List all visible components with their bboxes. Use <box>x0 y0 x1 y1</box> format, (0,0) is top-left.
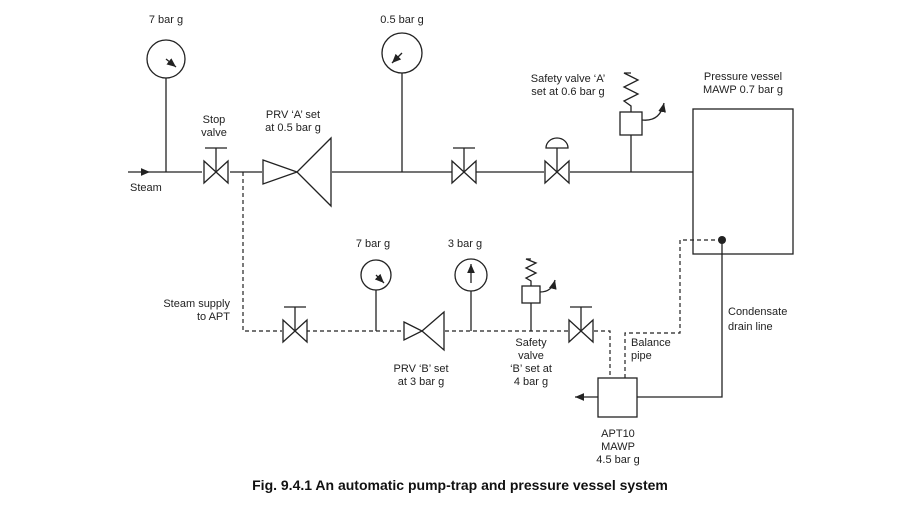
condensate-drain-line <box>637 240 723 398</box>
stop-valve-label-1: Stop <box>203 114 226 126</box>
steam-supply-label-1: Steam supply <box>163 298 230 310</box>
isolation-valve-apt <box>568 306 594 344</box>
figure-caption: Fig. 9.4.1 An automatic pump-trap and pr… <box>252 477 668 493</box>
pressure-gauge-0-5-bar <box>381 32 423 172</box>
prv-b-label-1: PRV ‘B’ set <box>393 363 448 375</box>
gauge-05-label: 0.5 bar g <box>380 14 423 26</box>
isolation-valve-supply <box>282 306 308 344</box>
safety-b-label-2: valve <box>518 350 544 362</box>
safety-valve-b <box>521 258 557 331</box>
prv-b-label-2: at 3 bar g <box>398 376 444 388</box>
control-valve <box>544 137 570 185</box>
balance-pipe <box>624 239 722 378</box>
stop-valve-label-2: valve <box>201 127 227 139</box>
safety-b-label-4: 4 bar g <box>514 376 548 388</box>
safety-a-label-1: Safety valve ‘A’ <box>531 73 605 85</box>
gauge-3-label: 3 bar g <box>448 238 482 250</box>
apt10-pump-trap <box>575 377 638 418</box>
pressure-gauge-3-bar <box>454 258 488 331</box>
prv-a-label-1: PRV ‘A’ set <box>266 109 320 121</box>
apt-label-1: APT10 <box>601 428 635 440</box>
vessel-label-1: Pressure vessel <box>704 71 782 83</box>
apt-label-3: 4.5 bar g <box>596 454 639 466</box>
isolation-valve-main <box>451 147 477 185</box>
balance-label-2: pipe <box>631 350 652 362</box>
pressure-vessel <box>692 108 794 255</box>
pressure-gauge-7-bar-top <box>146 39 186 172</box>
safety-b-label-3: ‘B’ set at <box>510 363 552 375</box>
steam-supply-label-2: to APT <box>197 311 230 323</box>
safety-valve-a <box>619 72 666 172</box>
apt-label-2: MAWP <box>601 441 635 453</box>
condensate-label-2: drain line <box>728 321 773 333</box>
stop-valve <box>203 147 229 185</box>
prv-b <box>403 310 445 352</box>
condensate-label-1: Condensate <box>728 306 787 318</box>
safety-b-label-1: Safety <box>515 337 547 349</box>
safety-a-label-2: set at 0.6 bar g <box>531 86 604 98</box>
steam-supply-line <box>242 172 611 378</box>
prv-a-label-2: at 0.5 bar g <box>265 122 321 134</box>
pressure-gauge-7-bar-lower <box>360 259 392 331</box>
gauge-7-top-label: 7 bar g <box>149 14 183 26</box>
prv-a <box>262 136 332 208</box>
balance-label-1: Balance <box>631 337 671 349</box>
gauge-7-lower-label: 7 bar g <box>356 238 390 250</box>
vessel-label-2: MAWP 0.7 bar g <box>703 84 783 96</box>
steam-label: Steam <box>130 182 162 194</box>
